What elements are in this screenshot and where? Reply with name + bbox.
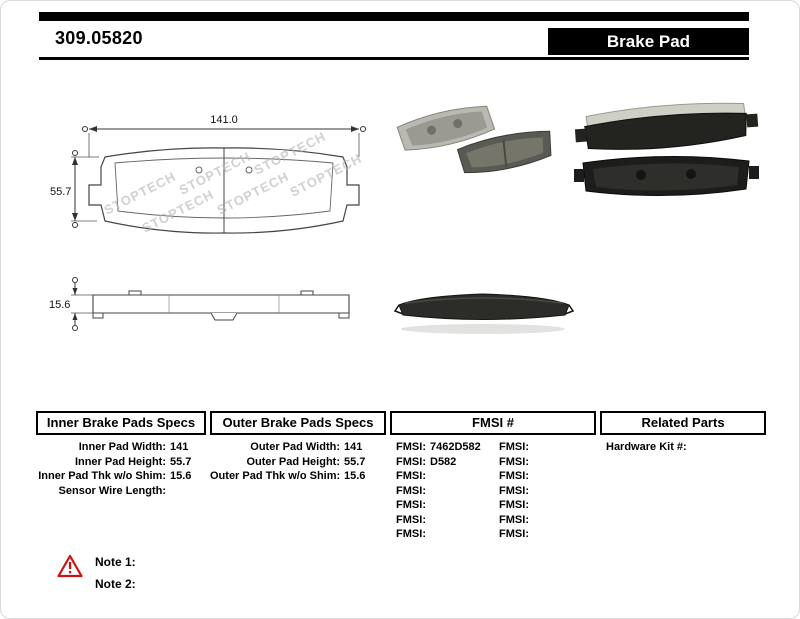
pad-back-photo — [396, 105, 496, 151]
fmsi-label: FMSI: — [396, 470, 426, 482]
fmsi-row: FMSI: — [493, 513, 596, 528]
fmsi-row: FMSI: D582 — [390, 455, 493, 470]
part-number: 309.05820 — [55, 28, 143, 48]
fmsi-column: FMSI # FMSI: 7462D582 FMSI: D582 FMSI: — [390, 411, 596, 542]
fmsi-label: FMSI: — [499, 455, 529, 468]
spec-row-inner-thickness: Inner Pad Thk w/o Shim: 15.6 — [36, 469, 206, 484]
fmsi-subcolumns: FMSI: 7462D582 FMSI: D582 FMSI: FMSI: — [390, 440, 596, 542]
spec-label: Sensor Wire Length: — [58, 484, 166, 497]
inner-specs-header: Inner Brake Pads Specs — [36, 411, 206, 435]
fmsi-row: FMSI: — [493, 484, 596, 499]
fmsi-subcolumn-left: FMSI: 7462D582 FMSI: D582 FMSI: FMSI: — [390, 440, 493, 542]
fmsi-label: FMSI: — [499, 499, 529, 511]
outer-specs-column: Outer Brake Pads Specs Outer Pad Width: … — [210, 411, 386, 542]
spec-row-hardware-kit: Hardware Kit #: — [600, 440, 766, 455]
pad-front-view: STOPTECH STOPTECH STOPTECH STOPTECH STOP… — [88, 129, 364, 236]
fmsi-row: FMSI: — [390, 527, 493, 542]
fmsi-label: FMSI: — [499, 484, 529, 497]
fmsi-value: D582 — [430, 455, 457, 468]
header-divider — [39, 57, 749, 60]
spec-row-inner-height: Inner Pad Height: 55.7 — [36, 455, 206, 470]
inner-specs-column: Inner Brake Pads Specs Inner Pad Width: … — [36, 411, 206, 542]
svg-text:141.0: 141.0 — [210, 114, 238, 126]
warning-icon — [57, 554, 83, 578]
related-parts-header: Related Parts — [600, 411, 766, 435]
note-2: Note 2: — [95, 577, 136, 591]
spec-row-outer-width: Outer Pad Width: 141 — [210, 440, 386, 455]
fmsi-label: FMSI: — [396, 499, 426, 511]
fmsi-label: FMSI: — [396, 528, 426, 540]
dimension-width: 141.0 — [82, 114, 366, 157]
spec-row-outer-thickness: Outer Pad Thk w/o Shim: 15.6 — [210, 469, 386, 484]
shimmed-pad-bottom — [574, 155, 759, 197]
spec-label: Inner Pad Height: — [74, 455, 166, 468]
fmsi-label: FMSI: — [396, 455, 426, 468]
fmsi-label: FMSI: — [499, 441, 529, 453]
photo-pad-edge — [393, 293, 575, 334]
photo-pads-shimmed — [574, 102, 759, 197]
spec-row-inner-width: Inner Pad Width: 141 — [36, 440, 206, 455]
photo-pads-angled — [396, 105, 552, 174]
fmsi-label: FMSI: — [396, 513, 426, 526]
spec-table: Inner Brake Pads Specs Inner Pad Width: … — [36, 411, 766, 542]
technical-drawing: 141.0 55.7 STOPTECH — [49, 114, 366, 331]
fmsi-header: FMSI # — [390, 411, 596, 435]
spec-value: 55.7 — [344, 455, 366, 468]
related-parts-column: Related Parts Hardware Kit #: — [600, 411, 766, 542]
header-top-bar — [39, 12, 749, 21]
spec-label: Outer Pad Width: — [250, 441, 340, 453]
fmsi-row: FMSI: — [493, 527, 596, 542]
fmsi-row: FMSI: — [493, 455, 596, 470]
spec-value: 15.6 — [344, 470, 366, 482]
shimmed-pad-top — [574, 102, 759, 150]
outer-specs-header: Outer Brake Pads Specs — [210, 411, 386, 435]
spec-row-outer-height: Outer Pad Height: 55.7 — [210, 455, 386, 470]
fmsi-row: FMSI: — [493, 498, 596, 513]
fmsi-label: FMSI: — [396, 484, 426, 497]
spec-value: 141 — [344, 441, 363, 453]
fmsi-label: FMSI: — [499, 528, 529, 540]
fmsi-row: FMSI: — [390, 498, 493, 513]
fmsi-label: FMSI: — [499, 470, 529, 482]
spec-label: Outer Pad Thk w/o Shim: — [210, 470, 341, 482]
spec-value: 55.7 — [170, 455, 192, 468]
spec-label: Inner Pad Width: — [78, 441, 166, 453]
spec-label: Outer Pad Height: — [246, 455, 340, 468]
dimension-thickness: 15.6 — [49, 277, 93, 331]
spec-label: Inner Pad Thk w/o Shim: — [38, 470, 166, 482]
spec-value: 15.6 — [170, 470, 192, 482]
spec-value: 141 — [170, 441, 189, 453]
product-type-banner: Brake Pad — [548, 28, 749, 55]
fmsi-row: FMSI: — [390, 469, 493, 484]
fmsi-row: FMSI: 7462D582 — [390, 440, 493, 455]
fmsi-row: FMSI: — [390, 513, 493, 528]
note-1: Note 1: — [95, 555, 136, 569]
spec-row-sensor-wire: Sensor Wire Length: — [36, 484, 206, 499]
pad-side-view — [92, 290, 350, 321]
fmsi-value: 7462D582 — [430, 441, 481, 453]
dimension-height: 55.7 — [50, 150, 99, 228]
spec-label: Hardware Kit #: — [606, 441, 687, 453]
svg-text:15.6: 15.6 — [49, 299, 70, 311]
svg-text:55.7: 55.7 — [50, 186, 71, 198]
fmsi-label: FMSI: — [396, 441, 426, 453]
product-type-label: Brake Pad — [606, 31, 691, 51]
fmsi-subcolumn-right: FMSI: FMSI: FMSI: FMSI: — [493, 440, 596, 542]
fmsi-label: FMSI: — [499, 513, 529, 526]
fmsi-row: FMSI: — [493, 440, 596, 455]
fmsi-row: FMSI: — [390, 484, 493, 499]
fmsi-row: FMSI: — [493, 469, 596, 484]
pad-friction-photo — [456, 130, 552, 174]
